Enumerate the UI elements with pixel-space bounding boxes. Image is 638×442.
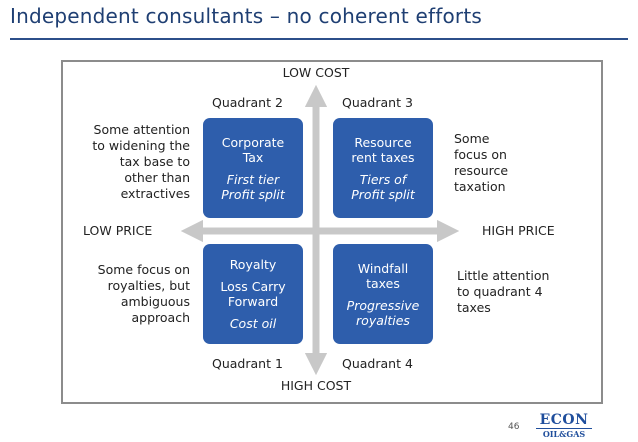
note-bottom-right: Little attention to quadrant 4 taxes [457, 268, 549, 316]
resource-rent-taxes-box: Resource rent taxes Tiers of Profit spli… [333, 118, 433, 218]
royalty-box: Royalty Loss Carry Forward Cost oil [203, 244, 303, 344]
note-line: approach [131, 310, 191, 325]
box-line: taxes [366, 275, 400, 291]
axis-label-high-cost: HIGH COST [280, 378, 352, 393]
note-bottom-left: Some focus on royalties, but ambiguous a… [98, 262, 190, 326]
box-line: Tax [242, 149, 264, 165]
box-italic-line: Profit split [221, 186, 285, 202]
note-line: taxes [457, 300, 491, 315]
axis-label-high-price: HIGH PRICE [482, 223, 555, 238]
box-line: Corporate [221, 134, 285, 150]
axis-label-low-price: LOW PRICE [83, 223, 153, 238]
note-line: taxation [454, 179, 506, 194]
box-line: Royalty [229, 257, 277, 272]
diagram-frame [61, 60, 603, 404]
box-line: Windfall [357, 260, 409, 276]
note-top-right: Some focus on resource taxation [454, 131, 508, 195]
box-italic-line: Tiers of [359, 171, 407, 187]
box-italic-line: Profit split [351, 186, 415, 202]
note-line: other than [124, 170, 190, 185]
box-line: Loss Carry [220, 279, 286, 294]
quadrant-4-label: Quadrant 4 [342, 356, 413, 371]
corporate-tax-box: Corporate Tax First tier Profit split [203, 118, 303, 218]
logo-wordmark: ECON [539, 412, 589, 428]
note-line: royalties, but [107, 278, 190, 293]
note-line: tax base to [119, 154, 190, 169]
econ-logo: ECON OIL&GAS [534, 413, 594, 439]
note-line: focus on [454, 147, 507, 162]
box-line: Resource [354, 134, 412, 150]
note-line: Little attention [457, 268, 550, 283]
slide-title: Independent consultants – no coherent ef… [10, 4, 482, 28]
axis-label-low-cost: LOW COST [282, 65, 350, 80]
note-line: Some attention [93, 122, 190, 137]
note-line: resource [454, 163, 509, 178]
note-line: ambiguous [120, 294, 190, 309]
box-italic-line: First tier [226, 171, 280, 187]
page-number: 46 [508, 422, 520, 432]
box-line: rent taxes [351, 149, 415, 165]
quadrant-1-label: Quadrant 1 [212, 356, 283, 371]
note-line: Some [454, 131, 490, 146]
box-italic-line: Cost oil [229, 316, 277, 331]
quadrant-2-label: Quadrant 2 [212, 95, 283, 110]
note-top-left: Some attention to widening the tax base … [92, 122, 190, 202]
box-line: Forward [227, 294, 279, 309]
box-italic-line: Progressive [346, 297, 420, 313]
note-line: Some focus on [97, 262, 190, 277]
note-line: to quadrant 4 [457, 284, 543, 299]
title-divider [10, 38, 628, 40]
box-italic-line: royalties [356, 312, 410, 328]
logo-subtitle: OIL&GAS [542, 429, 586, 439]
windfall-taxes-box: Windfall taxes Progressive royalties [333, 244, 433, 344]
quadrant-3-label: Quadrant 3 [342, 95, 413, 110]
note-line: extractives [120, 186, 190, 201]
note-line: to widening the [92, 138, 190, 153]
